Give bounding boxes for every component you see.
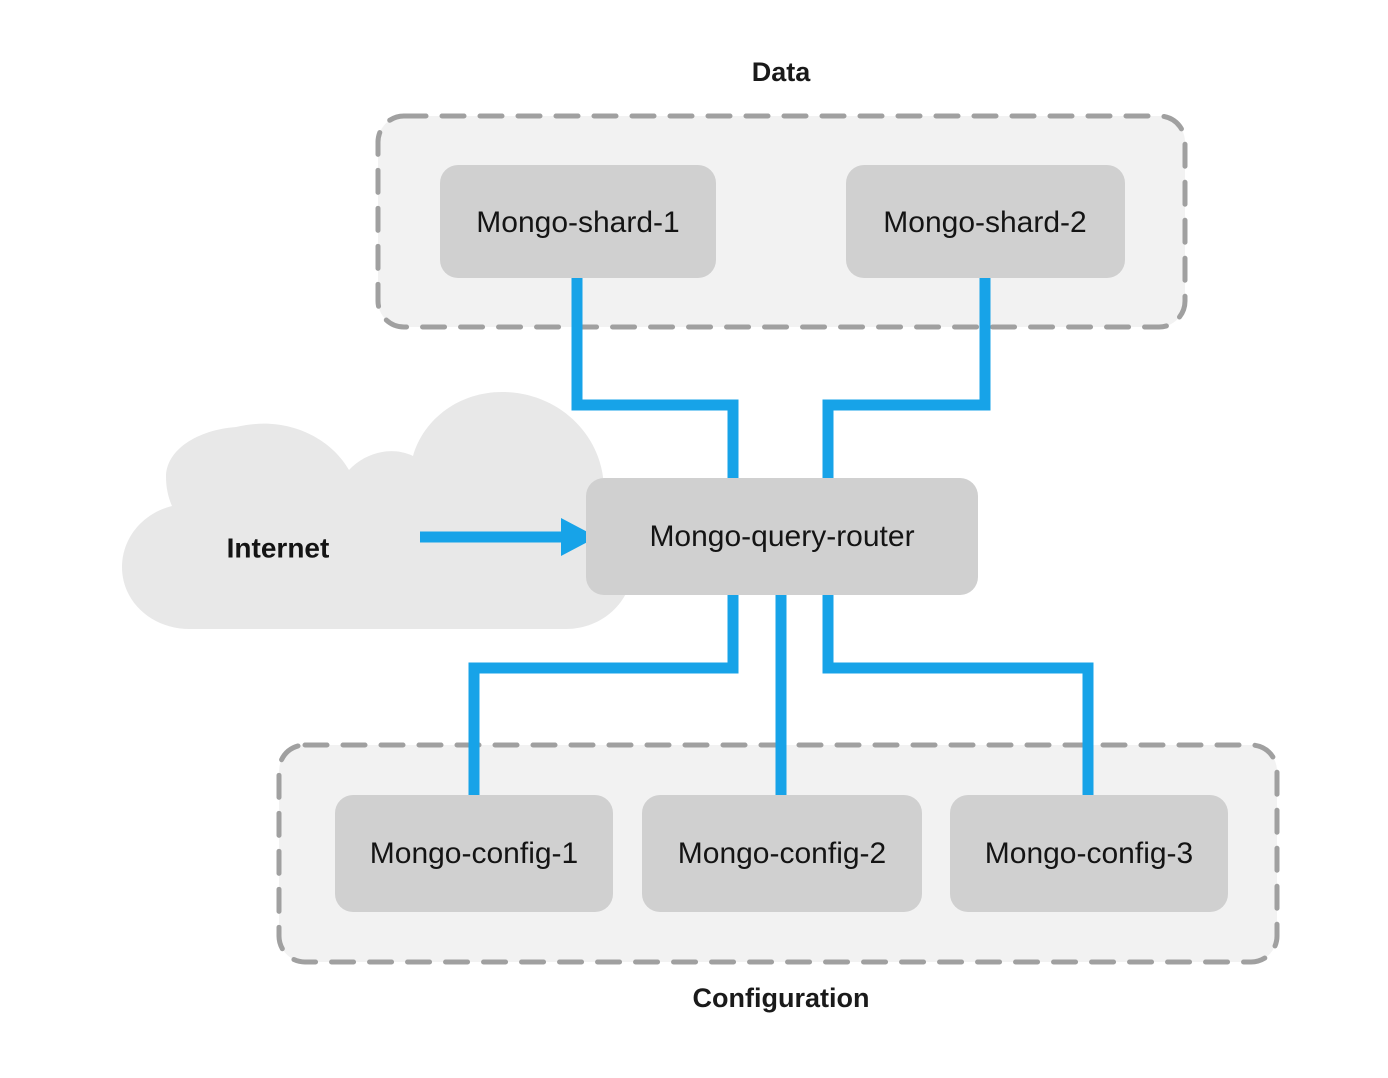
group-data-label: Data <box>752 57 812 87</box>
node-mongo-shard-1-box[interactable] <box>440 165 716 278</box>
edge-router-to-config3 <box>822 585 1094 806</box>
node-mongo-shard-1[interactable]: Mongo-shard-1 <box>440 165 716 278</box>
group-configuration-label: Configuration <box>693 983 870 1013</box>
internet-cloud: Internet <box>122 392 632 629</box>
node-mongo-query-router[interactable]: Mongo-query-router <box>586 478 978 595</box>
node-mongo-query-router-box[interactable] <box>586 478 978 595</box>
node-mongo-config-3[interactable]: Mongo-config-3 <box>950 795 1228 912</box>
node-mongo-config-1[interactable]: Mongo-config-1 <box>335 795 613 912</box>
edge-shard1-to-router <box>571 265 739 490</box>
cloud-shape <box>122 392 632 629</box>
node-mongo-config-3-label: Mongo-config-3 <box>985 837 1193 870</box>
edge-shard2-to-router <box>822 265 991 490</box>
node-mongo-shard-1-label: Mongo-shard-1 <box>476 206 679 239</box>
edge-internet-to-router <box>420 518 597 556</box>
node-mongo-config-2[interactable]: Mongo-config-2 <box>642 795 922 912</box>
node-mongo-config-2-box[interactable] <box>642 795 922 912</box>
node-mongo-shard-2-box[interactable] <box>846 165 1125 278</box>
node-mongo-shard-2[interactable]: Mongo-shard-2 <box>846 165 1125 278</box>
node-mongo-config-3-box[interactable] <box>950 795 1228 912</box>
node-mongo-config-1-label: Mongo-config-1 <box>370 837 578 870</box>
node-mongo-query-router-label: Mongo-query-router <box>649 520 914 553</box>
edge-router-to-config1 <box>468 585 739 806</box>
internet-label: Internet <box>227 532 330 563</box>
node-mongo-config-2-label: Mongo-config-2 <box>678 837 886 870</box>
node-mongo-config-1-box[interactable] <box>335 795 613 912</box>
internet-arrow-head-icon <box>561 518 597 556</box>
node-mongo-shard-2-label: Mongo-shard-2 <box>883 206 1086 239</box>
